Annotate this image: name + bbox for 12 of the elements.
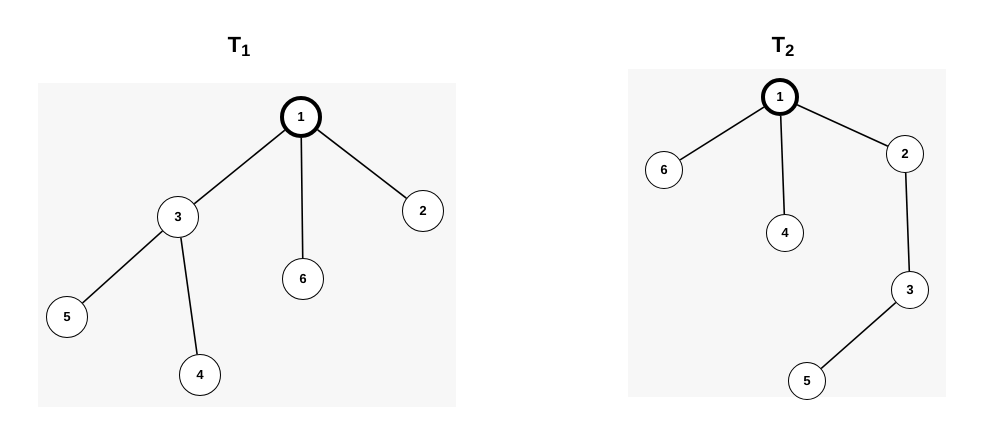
tree-edge-line (796, 104, 888, 147)
tree-edge-line (317, 129, 407, 199)
tree-edge-line (680, 106, 764, 161)
tree-edge-line (180, 238, 198, 354)
tree-edge-line (780, 116, 786, 214)
tree-edge-line (194, 130, 286, 204)
tree-edge-line (82, 230, 163, 304)
panel-title: T$_{2}$ (772, 34, 794, 56)
panel-title: T$_{1}$ (228, 34, 250, 56)
tree-edge-line (820, 302, 896, 370)
tree-edge-line (904, 172, 910, 272)
tree-edge-line (300, 138, 304, 258)
